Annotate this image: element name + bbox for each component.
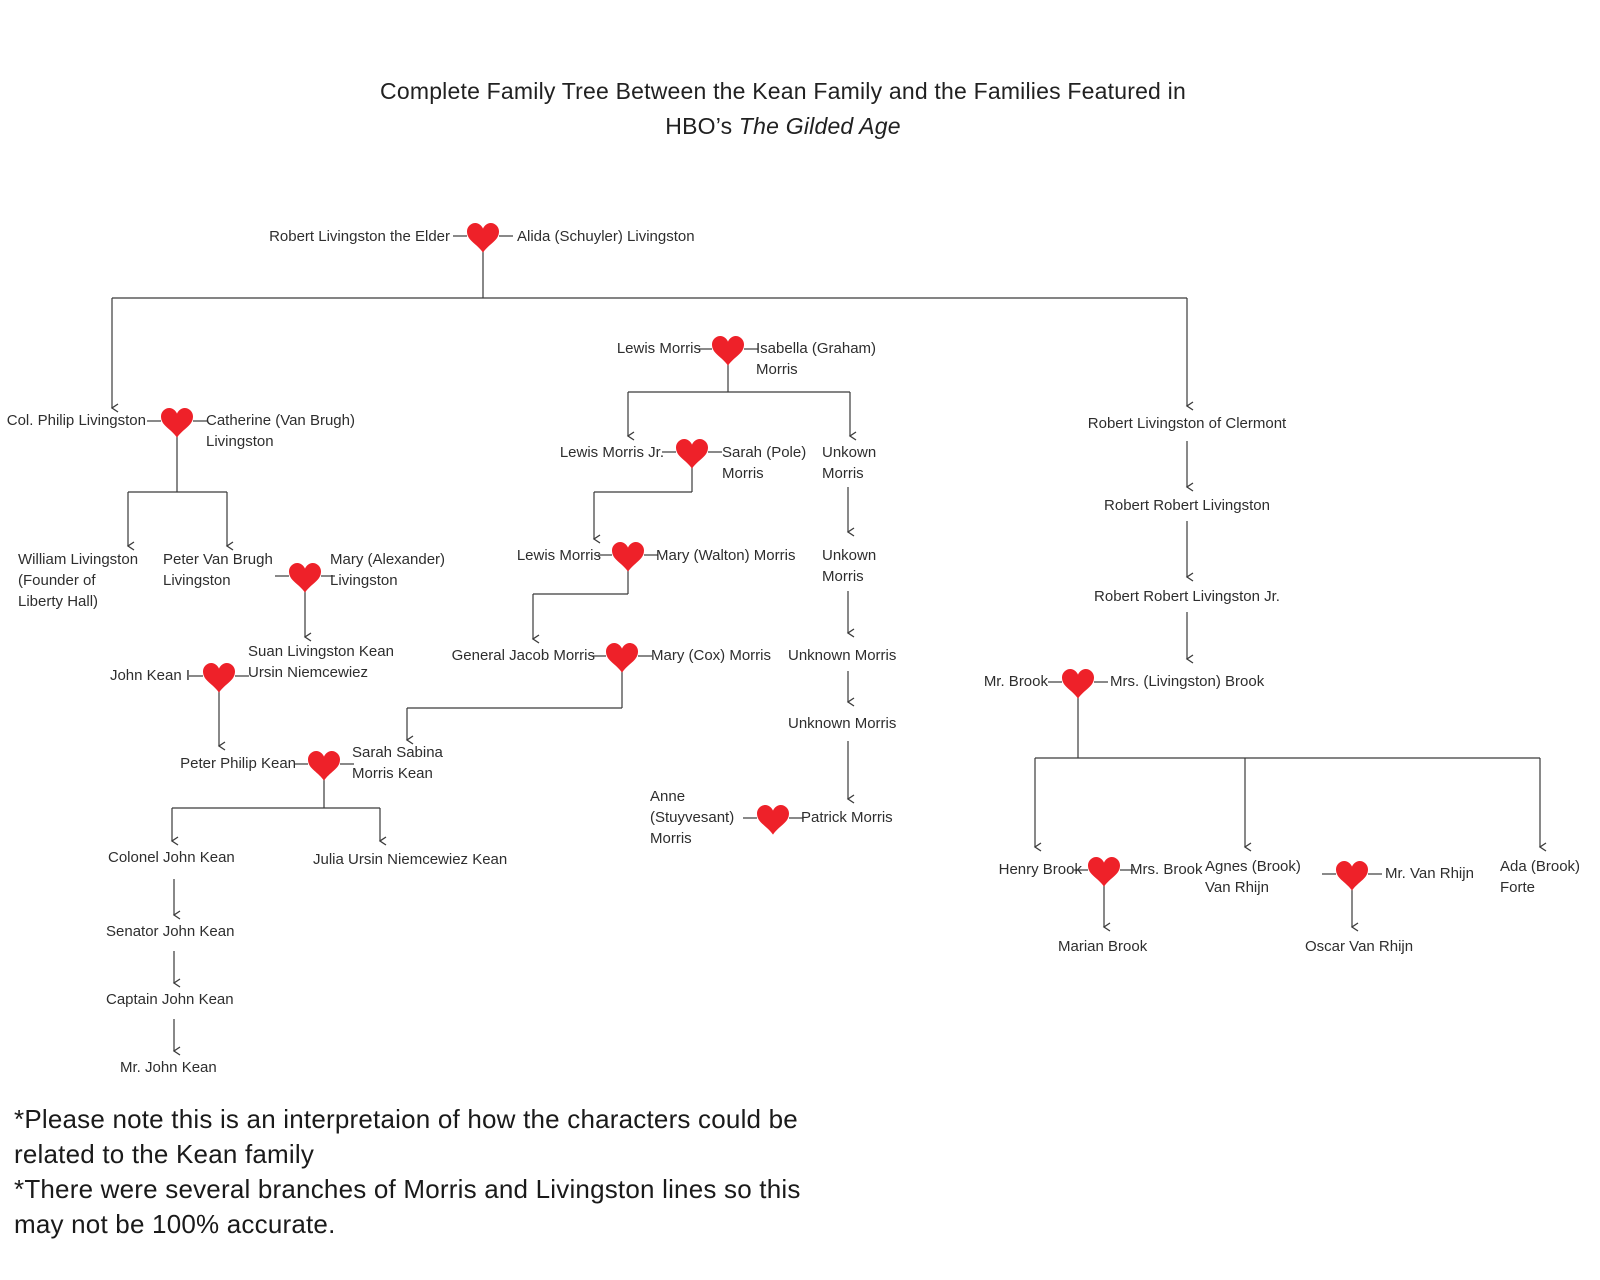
heart-robert-alida-heart-icon — [453, 223, 513, 253]
title-line-1: Complete Family Tree Between the Kean Fa… — [380, 78, 1186, 104]
person-unknown-morris-4: Unknown Morris — [788, 715, 897, 732]
heart-lewisjr-sarahpole-heart-icon — [662, 439, 722, 469]
person-mary-cox-morris: Mary (Cox) Morris — [651, 647, 771, 664]
person-robert-robert-livingston-jr: Robert Robert Livingston Jr. — [1094, 588, 1280, 605]
heart-icon — [676, 439, 708, 469]
person-mrs-livingston-brook: Mrs. (Livingston) Brook — [1110, 673, 1265, 690]
person-sarah-pole-morris: Sarah (Pole) Morris — [722, 444, 807, 482]
heart-johnkeani-suan-heart-icon — [189, 663, 249, 693]
person-general-jacob-morris: General Jacob Morris — [451, 647, 595, 664]
person-henry-brook: Henry Brook — [998, 861, 1082, 878]
person-sarah-sabina-morris-kean: Sarah Sabina Morris Kean — [352, 744, 443, 782]
heart-icon — [612, 542, 644, 572]
person-marian-brook: Marian Brook — [1058, 938, 1148, 955]
person-unkown-morris-2: Unkown Morris — [822, 547, 877, 585]
person-isabella-graham-morris: Isabella (Graham) Morris — [756, 340, 877, 378]
heart-philip-catherine-heart-icon — [147, 408, 207, 438]
heart-icon — [1062, 669, 1094, 699]
person-robert-livingston-of-clermont: Robert Livingston of Clermont — [1087, 415, 1287, 432]
person-mr-van-rhijn: Mr. Van Rhijn — [1385, 865, 1474, 882]
person-lewis-morris-jr: Lewis Morris Jr. — [559, 444, 664, 461]
heart-peterphilip-sarahsabina-heart-icon — [294, 751, 354, 781]
person-julia-ursin-niemcewiez-kean: Julia Ursin Niemcewiez Kean — [313, 851, 508, 868]
heart-icon — [1336, 861, 1368, 891]
page-title: Complete Family Tree Between the Kean Fa… — [0, 74, 1566, 144]
heart-icon — [757, 805, 789, 835]
person-mr-brook: Mr. Brook — [983, 673, 1048, 690]
person-unknown-morris-3: Unknown Morris — [788, 647, 897, 664]
heart-mrbrook-mrsbrook-heart-icon — [1048, 669, 1108, 699]
person-anne-stuyvesant-morris: Anne (Stuyvesant) Morris — [650, 788, 735, 847]
heart-petervanbrugh-mary-heart-icon — [275, 563, 335, 593]
heart-icon — [203, 663, 235, 693]
person-peter-philip-kean: Peter Philip Kean — [180, 755, 296, 772]
heart-icon — [161, 408, 193, 438]
person-mary-walton-morris: Mary (Walton) Morris — [656, 547, 796, 564]
person-william-livingston: William Livingston (Founder of Liberty H… — [18, 551, 139, 610]
person-mrs-brook: Mrs. Brook — [1130, 861, 1203, 878]
person-robert-livingston-the-elder: Robert Livingston the Elder — [269, 228, 450, 245]
person-ada-brook-forte: Ada (Brook) Forte — [1500, 858, 1581, 896]
person-agnes-brook-van-rhijn: Agnes (Brook) Van Rhijn — [1205, 858, 1301, 896]
footnote: *Please note this is an interpretaion of… — [14, 1104, 801, 1239]
heart-henry-mrsbrook-heart-icon — [1074, 857, 1134, 887]
heart-lewis-isabella-heart-icon — [698, 336, 758, 366]
heart-agnes-mrvanrhijn-heart-icon — [1322, 861, 1382, 891]
heart-anne-patrick-heart-icon — [743, 805, 803, 835]
heart-lewis3-marywalton-heart-icon — [598, 542, 658, 572]
marriage-hearts — [147, 223, 1382, 891]
person-col-philip-livingston: Col. Philip Livingston — [6, 412, 146, 429]
heart-icon — [606, 643, 638, 673]
person-patrick-morris: Patrick Morris — [801, 809, 893, 826]
connector-lines — [110, 251, 1547, 1056]
person-captain-john-kean: Captain John Kean — [106, 991, 234, 1008]
person-senator-john-kean: Senator John Kean — [106, 923, 235, 940]
person-suan-livingston-kean-ursin-niemcewiez: Suan Livingston Kean Ursin Niemcewiez — [248, 643, 394, 681]
person-robert-robert-livingston: Robert Robert Livingston — [1104, 497, 1270, 514]
person-unkown-morris-1: Unkown Morris — [822, 444, 877, 482]
person-john-kean-i: John Kean I — [109, 667, 190, 684]
person-mr-john-kean: Mr. John Kean — [120, 1059, 217, 1076]
title-show-name: The Gilded Age — [738, 113, 901, 139]
heart-jacob-marycox-heart-icon — [592, 643, 652, 673]
heart-icon — [467, 223, 499, 253]
title-line-2: HBO’s The Gilded Age — [665, 113, 901, 139]
person-mary-alexander-livingston: Mary (Alexander) Livingston — [330, 551, 446, 589]
person-lewis-morris-3rd: Lewis Morris — [516, 547, 601, 564]
person-oscar-van-rhijn: Oscar Van Rhijn — [1305, 938, 1414, 955]
person-alida-schuyler-livingston: Alida (Schuyler) Livingston — [517, 228, 695, 245]
heart-icon — [1088, 857, 1120, 887]
person-colonel-john-kean: Colonel John Kean — [108, 849, 235, 866]
heart-icon — [289, 563, 321, 593]
person-lewis-morris: Lewis Morris — [616, 340, 701, 357]
heart-icon — [712, 336, 744, 366]
person-peter-van-brugh-livingston: Peter Van Brugh Livingston — [163, 551, 273, 589]
heart-icon — [308, 751, 340, 781]
person-catherine-van-brugh-livingston: Catherine (Van Brugh) Livingston — [206, 412, 355, 450]
